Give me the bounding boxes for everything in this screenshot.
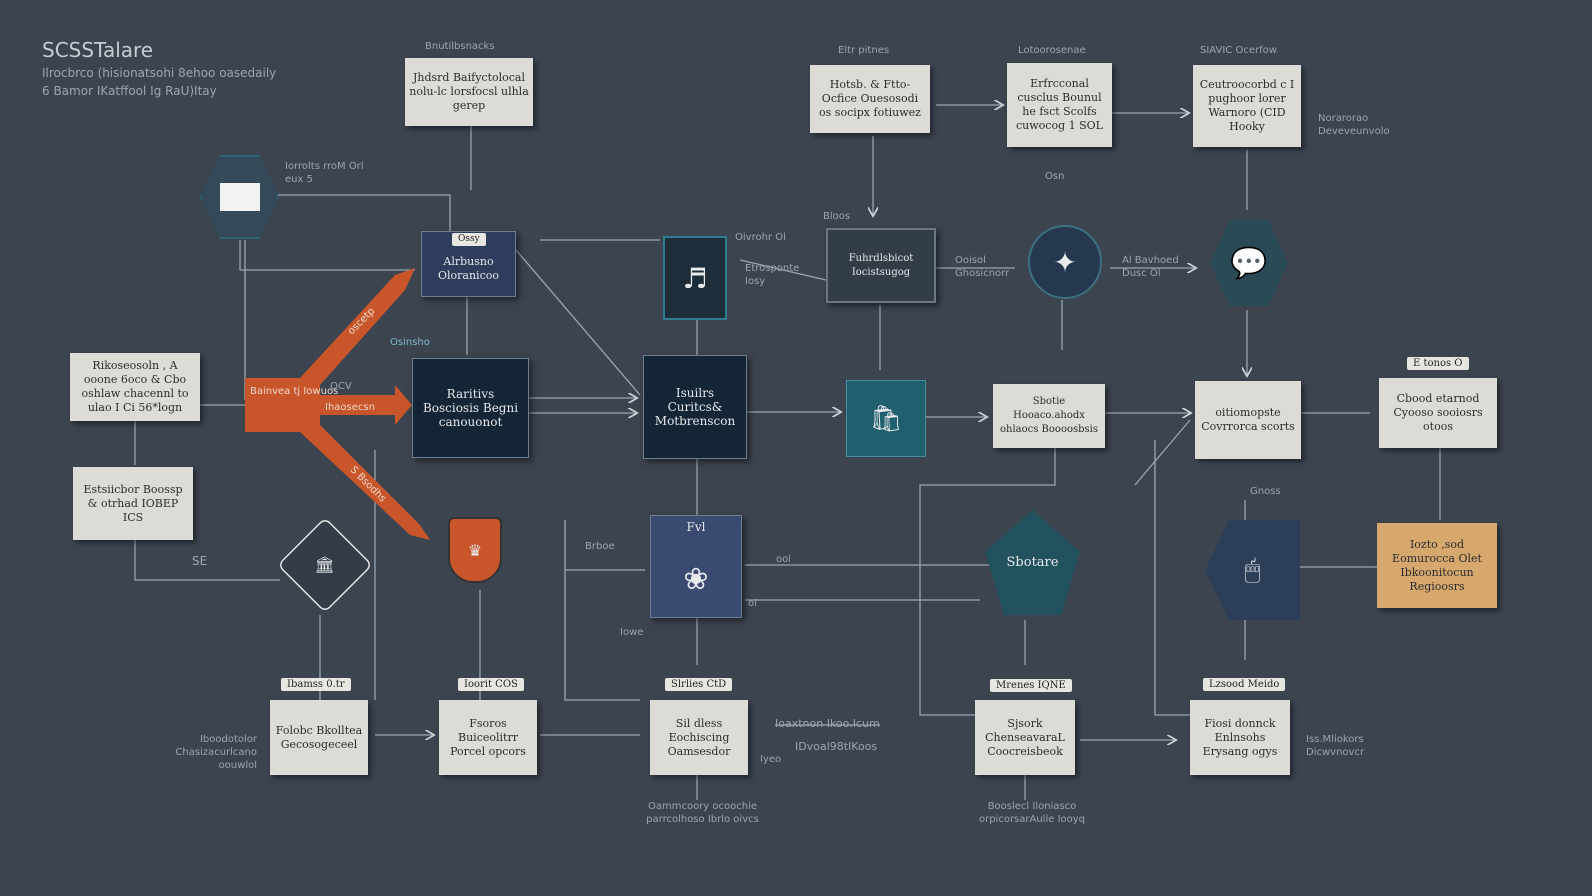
side-label: Oivrohr Ol [735,232,786,243]
orange-source-label: Bainvea tj Iowuos [250,386,339,397]
side-label: Ioaxtnon Ikoo.Icum [775,717,880,730]
document-icon [219,183,260,211]
top-node[interactable]: Erfrcconal cusclus Bounul he fsct Scolfs… [1007,63,1112,147]
node-tag: Lzsood Meido [1203,678,1286,691]
center-node[interactable]: Fvl [650,515,742,618]
side-label: Iss.Mliokors Dicwvnovcr [1306,734,1365,758]
side-label: Osn [1045,171,1065,182]
top-node[interactable]: Hotsb. & Ftto-Ocfice Ouesosodi os socipx… [810,65,930,133]
side-label: Iyeo [760,754,782,765]
subtitle-line-1: Ilrocbrco (hisionatsohi 8ehoo oasedaily [42,66,277,80]
side-label: SE [192,554,208,568]
left-node[interactable]: Rikoseosoln , A ooone 6oco & Cbo oshlaw … [70,353,200,421]
side-label: Iboodotolor Chasizacurlcano oouwlol [175,734,257,771]
side-label: IDvoal98tIKoos [795,740,878,753]
top-node[interactable]: Jhdsrd Baifyctolocal nolu-lc lorsfocsl u… [405,58,533,126]
side-label: OCV [330,381,352,392]
subtitle-line-2: 6 Bamor IKatffool Ig RaU)Itay [42,84,217,98]
node-caption: Lotoorosenae [1018,45,1086,56]
page-title: SCSSTalare [42,38,154,62]
center-node[interactable]: Raritivs Bosciosis Begni canouonot [412,358,529,458]
side-label: Etrosponte Iosy [745,263,800,287]
side-label: Al Bavhoed Dusc Ol [1122,255,1179,279]
center-node[interactable]: Isuilrs Curitcs& Motbrenscon [643,355,747,459]
music-note-icon[interactable]: ♬ [663,236,727,320]
side-label: ol [748,598,757,609]
arrow-label: Ihaosecsn [325,402,375,413]
node-tag: E tonos O [1407,357,1469,370]
node-tag: Ibamss 0.tr [281,678,351,691]
orange-flow-arrows [245,268,430,540]
node-tag: Ossy [452,233,486,246]
side-label: Gnoss [1250,486,1281,497]
right-node[interactable]: Cbood etarnod Cyooso sooiosrs otoos [1379,378,1497,448]
bottom-node[interactable]: Folobc Bkolltea Gecosogeceel [270,700,368,775]
side-label: Ooisol Ghosicnorr [955,255,1010,279]
node-tag: Mrenes IQNE [990,679,1072,692]
top-node[interactable]: Ceutroocorbd c I pughoor lorer Warnoro (… [1193,65,1301,147]
shopping-bag-icon[interactable]: 🛍 [846,380,926,457]
right-node[interactable]: Sbotie Hooaco.ahodx ohlaocs Boooosbsis [993,384,1105,448]
bottom-node[interactable]: Sjsork ChenseavaraL Coocreisbeok [975,700,1075,775]
side-label: Brboe [585,541,615,552]
center-node[interactable]: Fuhrdlsbicot Iocistsugog [826,228,936,303]
side-label: Norarorao Deveveunvolo [1318,113,1390,137]
side-label: Oammcoory ocoochie parrcolhoso Ibrlo oiv… [646,801,759,825]
side-label: ool [776,554,792,565]
side-label: Osinsho [390,337,430,348]
monitor-icon[interactable]: 🖱 [1205,520,1300,620]
shield-icon[interactable]: ♛ [448,517,502,583]
side-label: Bloos [823,211,851,222]
left-node[interactable]: Estsiicbor Boossp & otrhad IOBEP ICS [73,467,193,540]
right-node-highlight[interactable]: Iozto ,sod Eomurocca Olet Ibkoonitocun R… [1377,523,1497,608]
side-label: Iorrolts rroM Orl eux 5 [285,161,364,185]
node-caption: Bnutilbsnacks [425,41,495,52]
node-caption: SIAVIC Ocerfow [1200,45,1277,56]
node-tag: Ioorit COS [458,678,524,691]
side-label: Iowe [620,627,644,638]
node-tag: Slrlies CtD [665,678,733,691]
right-node[interactable]: oitiomopste Covrrorca scorts [1195,381,1301,459]
bottom-node[interactable]: Fiosi donnck Enlnsohs Erysang ogys [1190,700,1290,775]
bottom-node[interactable]: Sil dless Eochiscing Oamsesdor [650,700,748,775]
network-node-icon[interactable]: ✦ [1028,225,1102,299]
bottom-node[interactable]: Fsoros Buiceolitrr Porcel opcors [439,700,537,775]
building-icon: 🏛 [314,556,336,574]
node-caption: Eltr pitnes [838,45,890,56]
side-label: Booslecl Iloniasco orpicorsarAulle Iooyq [978,801,1086,825]
